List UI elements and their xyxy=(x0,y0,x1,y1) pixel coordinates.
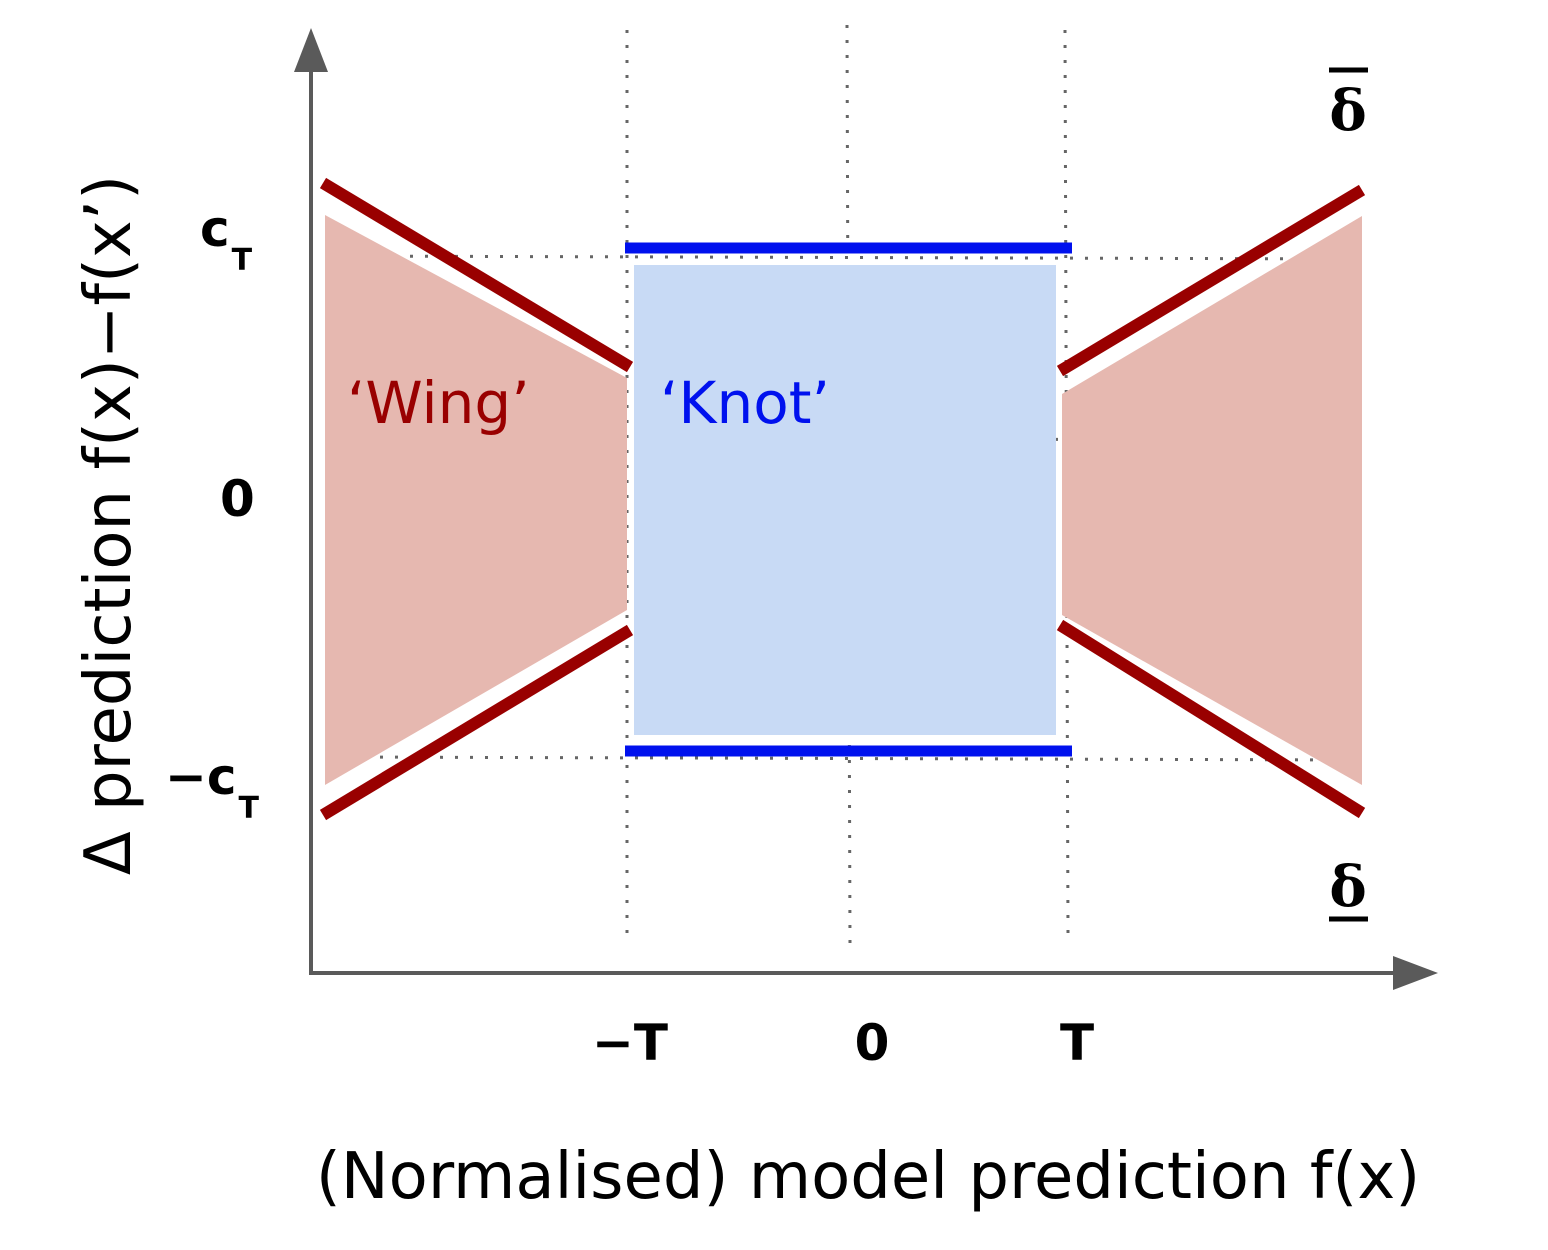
wing-fill-left xyxy=(325,215,627,785)
y-axis-arrow-icon xyxy=(294,28,328,72)
knot-boundary-lines xyxy=(625,242,1072,757)
wing-line-right-upper xyxy=(1056,184,1366,377)
y-tick-zero-label: 0 xyxy=(220,470,255,528)
x-tick-neg-t-label: −T xyxy=(592,1014,668,1072)
wing-line-left-lower xyxy=(319,624,634,821)
upper-bound-delta-label: δ xyxy=(1329,78,1366,144)
wing-boundary-lines xyxy=(319,177,1366,821)
guide-horizontal-neg-c xyxy=(334,755,1363,762)
x-tick-zero-label: 0 xyxy=(855,1014,890,1072)
x-tick-t-label: T xyxy=(1060,1014,1094,1072)
wing-line-left-upper xyxy=(319,177,634,373)
y-tick-neg-c-label: −cT xyxy=(165,748,260,826)
guide-vertical-zero xyxy=(845,24,852,946)
x-axis-title: (Normalised) model prediction f(x) xyxy=(316,1140,1420,1214)
x-axis-arrow-icon xyxy=(1393,956,1438,990)
wing-fill-right xyxy=(1062,216,1362,785)
guide-horizontal-c xyxy=(334,254,1363,261)
axes xyxy=(309,70,1395,975)
wing-region-label: ‘Wing’ xyxy=(347,369,530,437)
lower-bound-delta-label: δ xyxy=(1329,854,1366,920)
wing-line-right-lower xyxy=(1056,619,1366,819)
y-axis-title: Δ prediction f(x)−f(x’) xyxy=(72,175,146,875)
y-tick-c-label: cT xyxy=(200,200,253,278)
knot-region-label: ‘Knot’ xyxy=(660,369,830,437)
knot-fill xyxy=(634,265,1056,735)
